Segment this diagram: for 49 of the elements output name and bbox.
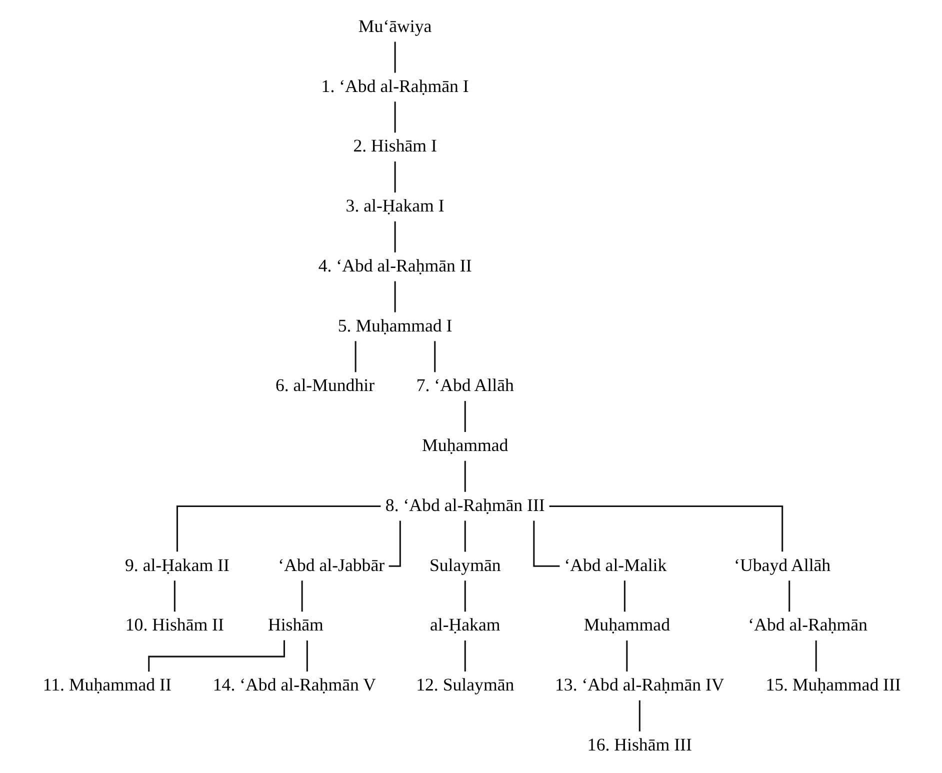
connector (434, 341, 436, 372)
node-text: 1. ‘Abd al-Raḥmān I (320, 76, 468, 96)
connector (626, 640, 628, 672)
node-text: Muḥammad (583, 614, 670, 635)
connector (394, 281, 396, 312)
node-text: ‘Abd al-Raḥmān (748, 614, 867, 635)
connector (638, 700, 640, 732)
connector (464, 640, 466, 672)
connector (788, 580, 790, 612)
node-text: 11. Muḥammad II (42, 674, 171, 695)
node-text: 3. al-Ḥakam I (345, 196, 444, 216)
node-text: 14. ‘Abd al-Raḥmān V (212, 674, 376, 695)
connector (464, 460, 466, 492)
connector (394, 42, 396, 73)
node-text: ‘Abd al-Jabbār (278, 554, 384, 575)
node-text: 4. ‘Abd al-Raḥmān II (318, 255, 472, 276)
node-text: 2. Hishām I (352, 136, 436, 156)
node-text: 8. ‘Abd al-Raḥmān III (384, 494, 544, 515)
node-text: 6. al-Mundhir (274, 375, 374, 396)
connector (306, 640, 308, 672)
connector (548, 505, 783, 552)
node-text: Mu‘āwiya (358, 16, 432, 36)
connector (173, 580, 175, 612)
node-text: 13. ‘Abd al-Raḥmān IV (554, 674, 724, 695)
connector (300, 580, 302, 612)
connector (464, 580, 466, 612)
node-text: Muḥammad (422, 435, 508, 456)
connector (464, 520, 466, 552)
node-text: al-Ḥakam (429, 614, 500, 635)
node-text: 10. Hishām II (124, 614, 224, 635)
connector (354, 341, 356, 372)
node-text: Hishām (267, 614, 323, 635)
node-text: ‘Ubayd Allāh (734, 554, 830, 575)
node-text: 5. Muḥammad I (337, 315, 452, 336)
node-text: ‘Abd al-Malik (564, 554, 666, 575)
node-text: 12. Sulaymān (416, 674, 514, 695)
node-text: 16. Hishām III (586, 734, 692, 754)
node-text: 9. al-Ḥakam II (124, 554, 229, 575)
connector (814, 640, 816, 672)
connector (176, 505, 380, 552)
connector (623, 580, 625, 612)
node-text: Sulaymān (428, 554, 500, 575)
connector (464, 401, 466, 432)
connector (394, 102, 396, 133)
connector (394, 162, 396, 193)
node-text: 15. Muḥammad III (765, 674, 900, 695)
connector (394, 221, 396, 252)
connector (532, 520, 560, 567)
node-text: 7. ‘Abd Allāh (416, 375, 514, 396)
